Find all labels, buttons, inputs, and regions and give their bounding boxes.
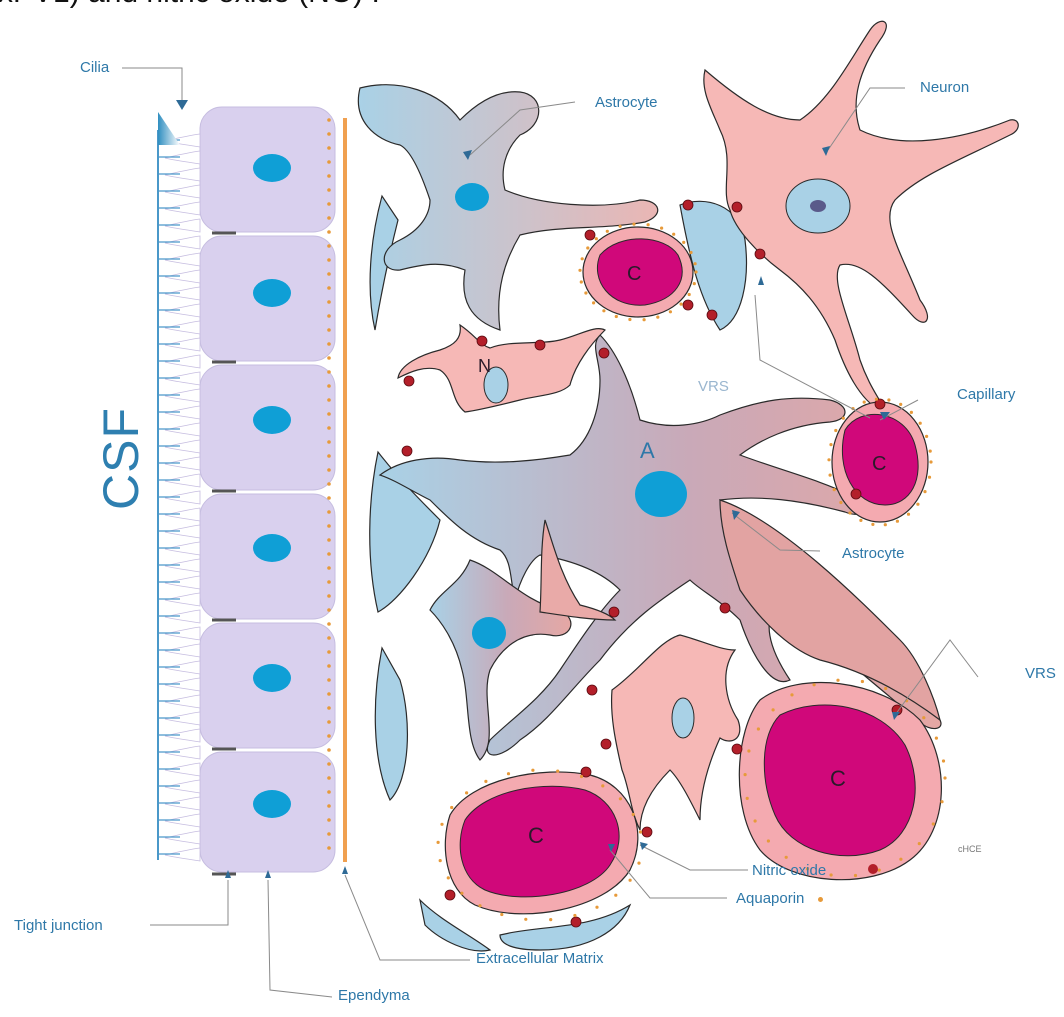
- nucleus: [472, 617, 506, 649]
- capillary-bottom: C: [445, 772, 638, 914]
- nucleolus: [810, 200, 826, 212]
- label-vrs-right: VRS: [1025, 665, 1056, 682]
- nucleus: [253, 534, 291, 562]
- cilia: [158, 140, 180, 854]
- ependymal-cell: [200, 752, 335, 872]
- capillary-label: C: [627, 263, 641, 285]
- label-tight-junction: Tight junction: [14, 917, 103, 934]
- nitric-oxide-legend-dot: [868, 864, 878, 874]
- nucleus: [253, 664, 291, 692]
- capillary-label: C: [872, 453, 886, 475]
- nucleus: [253, 279, 291, 307]
- nucleus: [253, 154, 291, 182]
- label-aquaporin: Aquaporin: [736, 890, 804, 907]
- nucleus: [253, 406, 291, 434]
- label-extracellular-matrix: Extracellular Matrix: [476, 950, 604, 967]
- signature: cHCE: [958, 844, 982, 854]
- csf-label: CSF: [92, 407, 150, 510]
- neuron-nucleus: [672, 698, 694, 738]
- nucleus: [455, 183, 489, 211]
- cell-label-neuron: N: [478, 356, 491, 376]
- capillary-top: C: [583, 227, 693, 317]
- label-capillary: Capillary: [957, 386, 1015, 403]
- label-cilia: Cilia: [80, 59, 109, 76]
- cell-label-astrocyte: A: [640, 438, 655, 463]
- nucleus: [635, 471, 687, 517]
- ependymal-cell: [200, 623, 335, 748]
- cilia-tip: [158, 112, 180, 145]
- label-vrs-mid: VRS: [698, 378, 729, 395]
- label-neuron: Neuron: [920, 79, 969, 96]
- ependymal-cell: [200, 365, 335, 490]
- ependymal-cell: [200, 494, 335, 619]
- label-nitric-oxide: Nitric oxide: [752, 862, 826, 879]
- ependymal-cell: [200, 236, 335, 361]
- capillary-label: C: [830, 766, 846, 791]
- label-astrocyte-mid: Astrocyte: [842, 545, 905, 562]
- capillary-bottom-right: C: [739, 683, 941, 880]
- ependyma-layer: [158, 107, 335, 874]
- neuron-top: [704, 21, 1018, 410]
- nucleus: [253, 790, 291, 818]
- label-astrocyte-top: Astrocyte: [595, 94, 658, 111]
- aquaporin-legend-dot: [818, 897, 823, 902]
- label-ependyma: Ependyma: [338, 987, 410, 1004]
- ependymal-cell: [200, 107, 335, 232]
- capillary-label: C: [528, 823, 544, 848]
